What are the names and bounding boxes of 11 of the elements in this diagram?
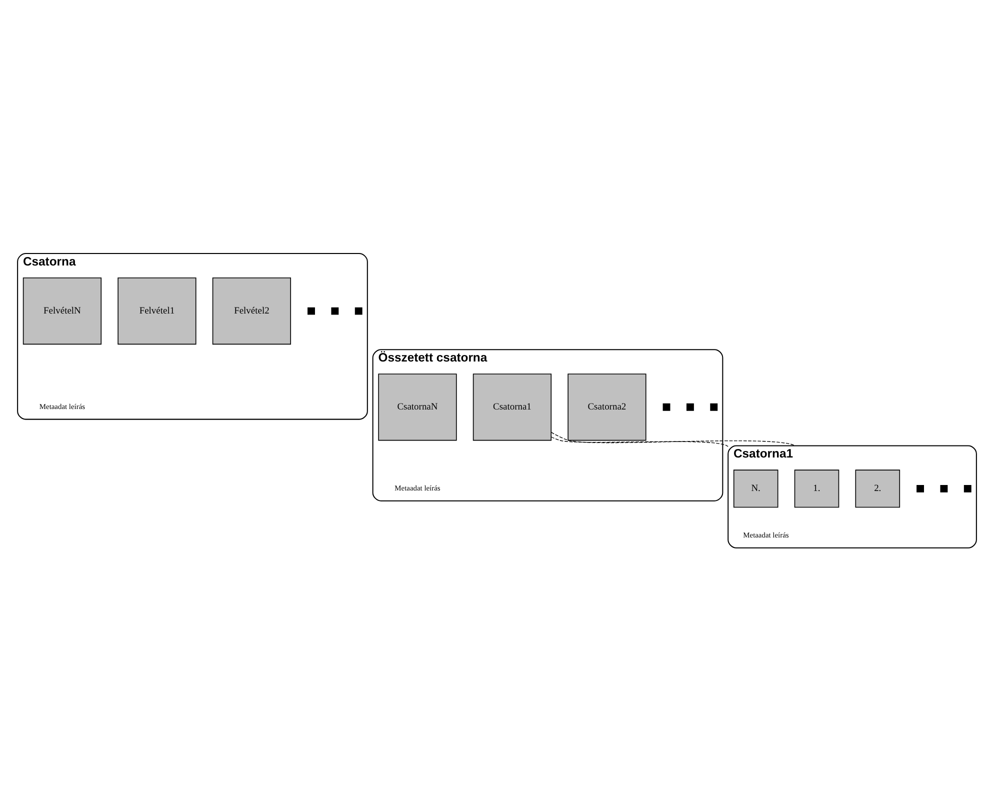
node-box: Felvétel1 [118, 276, 196, 344]
node-box: 1. [794, 469, 840, 508]
node-box: 2. [855, 469, 900, 508]
node-box: N. [733, 469, 778, 508]
node-box: Csatorna1 [472, 373, 552, 440]
node-box: CsatornaN [378, 373, 457, 440]
node-box: Felvétel2 [212, 276, 292, 344]
connector [550, 431, 796, 446]
node-box: FelvételN [22, 276, 102, 344]
node-box: Csatorna2 [568, 373, 646, 440]
connector [550, 436, 728, 446]
